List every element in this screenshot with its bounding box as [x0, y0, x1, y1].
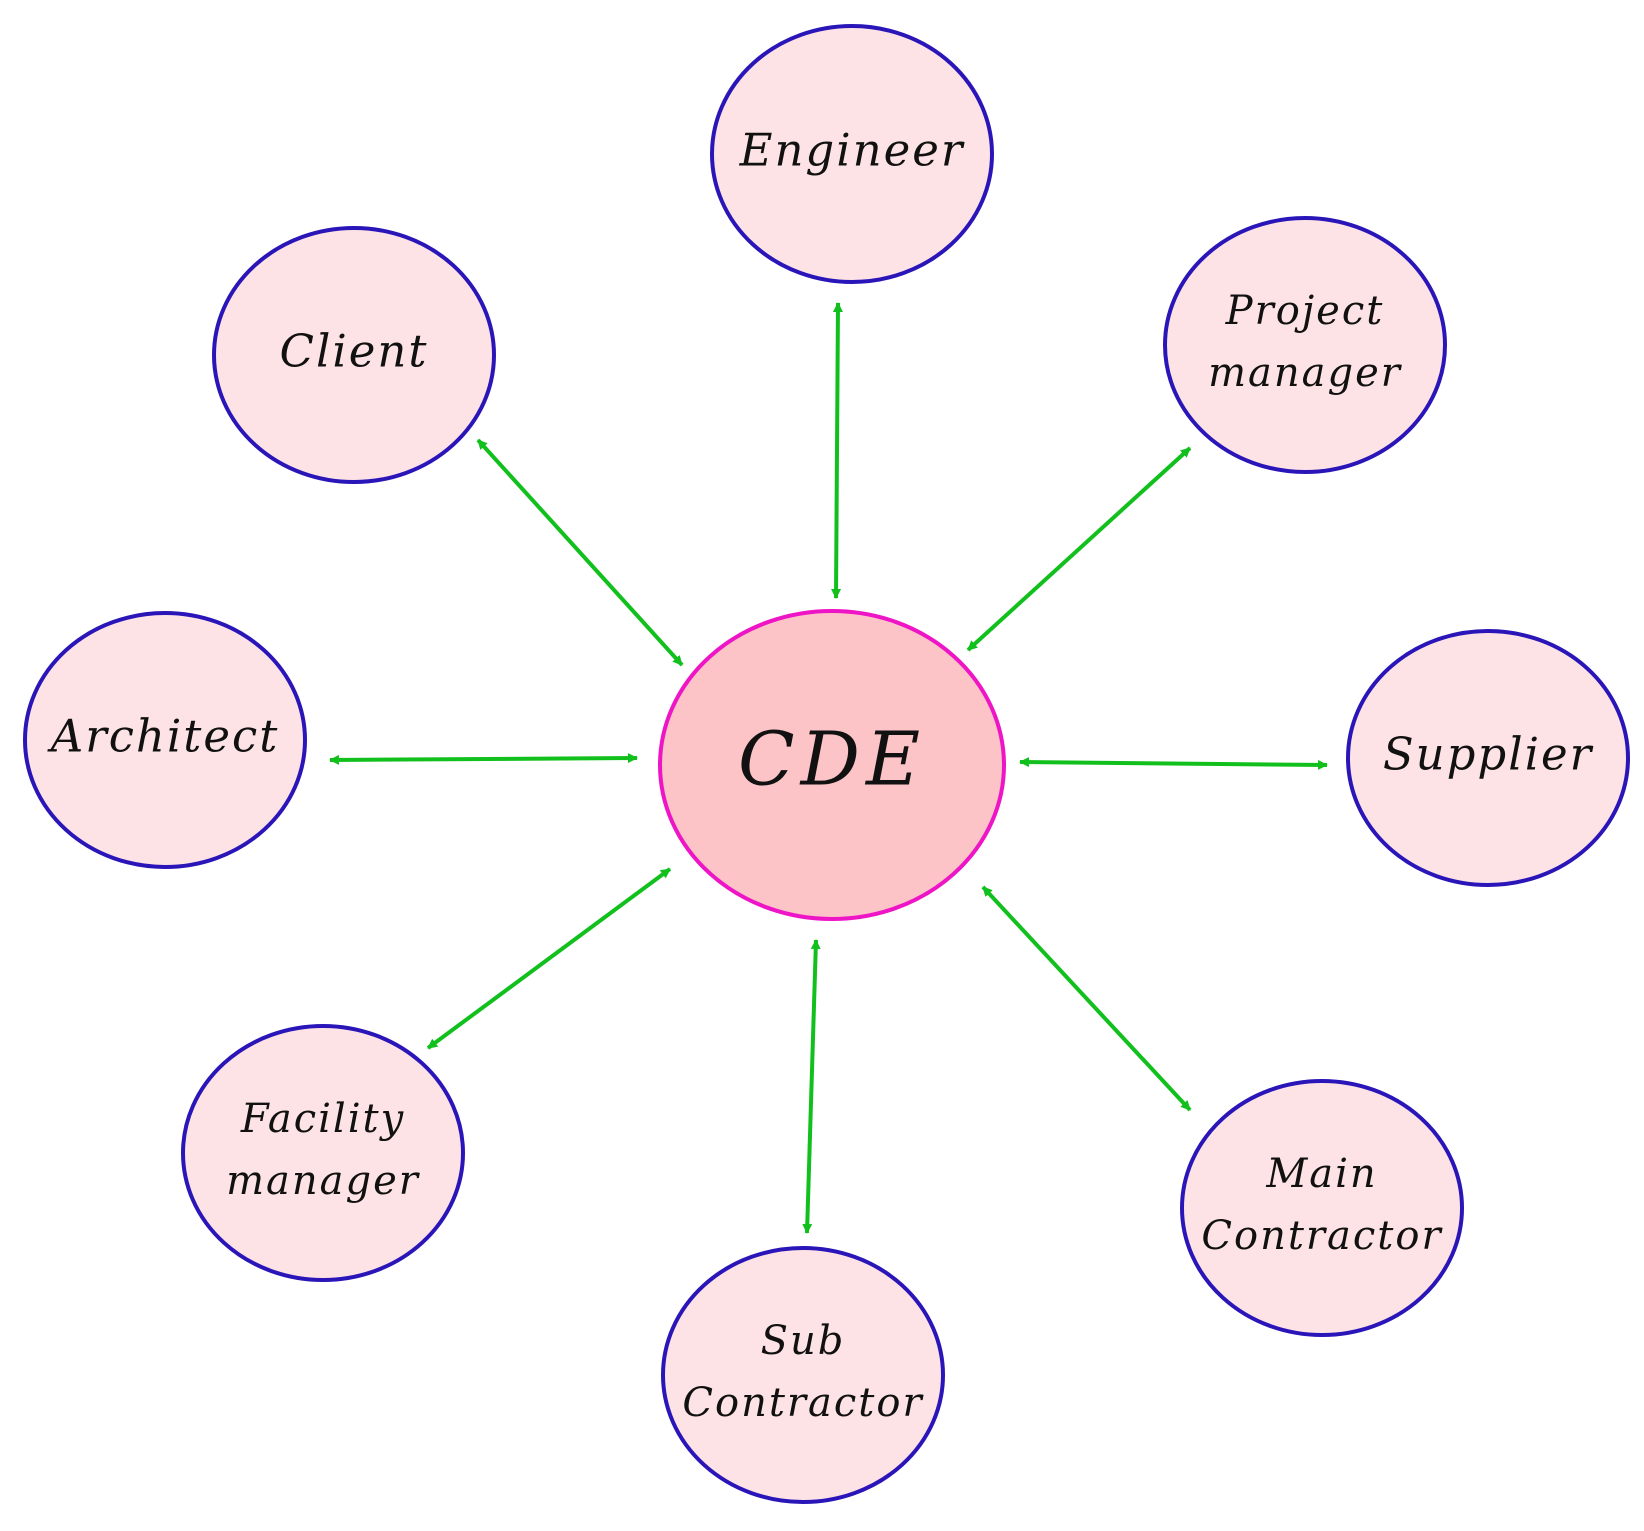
- arrow-cde-engineer: [831, 302, 843, 599]
- node-architect: Architect: [23, 611, 307, 869]
- node-ellipse-main-contractor: [1180, 1079, 1464, 1337]
- node-ellipse-project-manager: [1163, 216, 1447, 474]
- node-ellipse-sub-contractor: [661, 1246, 945, 1504]
- node-supplier: Supplier: [1346, 629, 1630, 887]
- node-project-manager: Project manager: [1163, 216, 1447, 474]
- node-label-project-manager-line-1: Project: [1225, 288, 1385, 334]
- arrow-cde-facility-manager: [426, 867, 672, 1050]
- arrow-cde-project-manager: [966, 446, 1192, 652]
- node-label-engineer-line-1: Engineer: [739, 124, 965, 177]
- node-label-sub-contractor-line-2: Contractor: [682, 1380, 924, 1426]
- center-ellipse: [658, 609, 1006, 921]
- node-ellipse-architect: [23, 611, 307, 869]
- node-engineer: Engineer: [710, 24, 994, 284]
- node-ellipse-client: [212, 226, 496, 484]
- node-label-supplier-line-1: Supplier: [1383, 728, 1594, 781]
- node-ellipse-engineer: [710, 24, 994, 284]
- node-label-architect-line-1: Architect: [47, 710, 280, 763]
- node-facility-manager: Facility manager: [181, 1024, 465, 1282]
- node-ellipse-facility-manager: [181, 1024, 465, 1282]
- nodes-layer: EngineerProjectmanagerSupplierMainContra…: [23, 24, 1630, 1504]
- node-label-facility-manager-line-1: Facility: [240, 1096, 405, 1142]
- arrow-cde-supplier: [1019, 757, 1328, 770]
- node-client: Client: [212, 226, 496, 484]
- center-label: CDE: [738, 716, 926, 802]
- node-label-main-contractor-line-2: Contractor: [1201, 1213, 1443, 1259]
- node-label-client-line-1: Client: [280, 325, 429, 378]
- node-label-main-contractor-line-1: Main: [1265, 1151, 1377, 1197]
- arrow-cde-main-contractor: [981, 885, 1192, 1112]
- arrow-cde-client: [476, 438, 684, 667]
- node-ellipse-supplier: [1346, 629, 1630, 887]
- center-node-cde: CDE: [658, 609, 1006, 921]
- node-label-facility-manager-line-2: manager: [226, 1158, 421, 1204]
- arrow-cde-architect: [329, 753, 638, 765]
- arrow-cde-sub-contractor: [802, 939, 821, 1234]
- edges-layer: [329, 302, 1328, 1234]
- node-label-sub-contractor-line-1: Sub: [761, 1318, 846, 1364]
- node-label-project-manager-line-2: manager: [1208, 350, 1403, 396]
